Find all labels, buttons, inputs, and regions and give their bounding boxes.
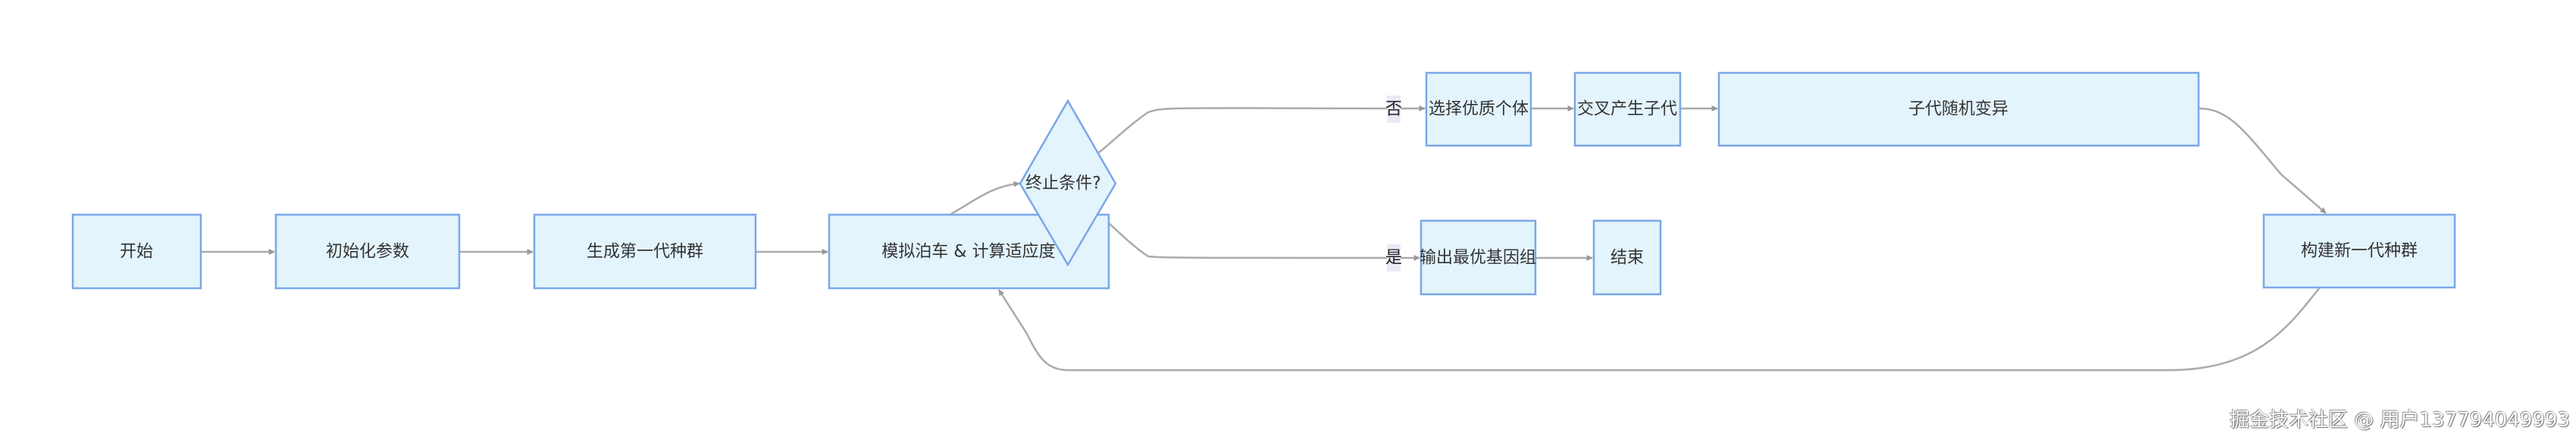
- edges: [201, 105, 2327, 372]
- node-crossover-label: 交叉产生子代: [1577, 100, 1677, 119]
- edge-label-no: 否: [1385, 96, 1402, 123]
- edge-termination-no: [1098, 105, 1426, 153]
- node-end-label: 结束: [1610, 249, 1644, 268]
- node-mutation-label: 子代随机变异: [1908, 100, 2008, 119]
- node-start-label: 开始: [120, 243, 153, 262]
- node-start: 开始: [71, 213, 202, 290]
- node-output-best: 输出最优基因组: [1419, 219, 1537, 296]
- node-simulate-and-fitness-label: 模拟泊车 & 计算适应度: [881, 243, 1055, 262]
- node-termination-check-label: 终止条件?: [1025, 174, 1101, 193]
- node-select-elite: 选择优质个体: [1425, 71, 1532, 147]
- edge-simulate-to-termination: [950, 181, 1020, 215]
- node-select-elite-label: 选择优质个体: [1429, 100, 1529, 119]
- node-gen-first-population: 生成第一代种群: [533, 213, 757, 290]
- node-crossover: 交叉产生子代: [1573, 71, 1682, 147]
- edge-label-no-text: 否: [1385, 100, 1402, 119]
- node-init-params-label: 初始化参数: [326, 243, 409, 262]
- node-build-new-population: 构建新一代种群: [2262, 213, 2456, 289]
- node-end: 结束: [1592, 219, 1662, 296]
- edge-mutation-to-build: [2198, 107, 2327, 214]
- watermark: 掘金技术社区 @ 用户137794049993: [2229, 409, 2570, 432]
- node-termination-check: 终止条件?: [1019, 99, 1117, 267]
- node-gen-first-population-label: 生成第一代种群: [587, 243, 703, 262]
- edge-build-to-simulate-loop: [997, 287, 2321, 372]
- edge-label-yes: 是: [1385, 244, 1402, 272]
- node-init-params: 初始化参数: [274, 213, 461, 290]
- node-build-new-population-label: 构建新一代种群: [2301, 242, 2418, 261]
- node-mutation: 子代随机变异: [1717, 71, 2200, 147]
- node-output-best-label: 输出最优基因组: [1419, 249, 1536, 268]
- edge-termination-yes: [1098, 213, 1420, 261]
- edge-label-yes-text: 是: [1385, 249, 1402, 268]
